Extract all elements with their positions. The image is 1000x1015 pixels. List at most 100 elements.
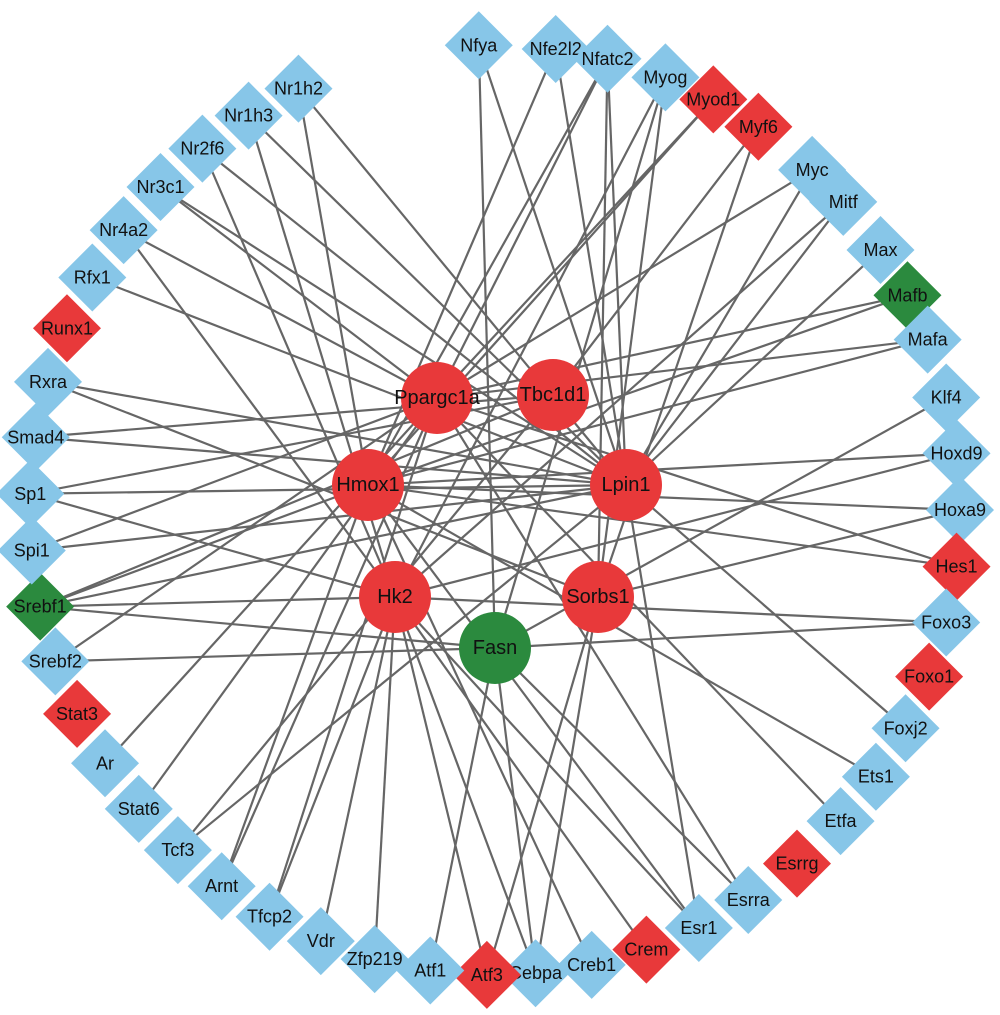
edge-nfya-fasn bbox=[477, 45, 497, 649]
tf-label: Cebpa bbox=[509, 963, 563, 983]
gene-node-ppargc1a: Ppargc1a bbox=[394, 362, 481, 434]
edge-foxo3-hk2 bbox=[394, 595, 947, 624]
tf-label: Etfa bbox=[825, 811, 858, 831]
tf-node-stat3: Stat3 bbox=[43, 679, 112, 748]
diamond-shape bbox=[264, 54, 333, 123]
tf-label: Vdr bbox=[307, 931, 335, 951]
gene-node-tbc1d1: Tbc1d1 bbox=[517, 359, 589, 431]
tf-node-foxo1: Foxo1 bbox=[895, 642, 964, 711]
diamond-shape bbox=[143, 816, 212, 885]
tf-node-ets1: Ets1 bbox=[841, 742, 910, 811]
edge-nr3c1-lpin1 bbox=[159, 186, 627, 486]
circle-shape bbox=[459, 612, 531, 684]
diamond-shape bbox=[501, 939, 570, 1008]
tf-node-nfya: Nfya bbox=[444, 11, 513, 80]
diamond-shape bbox=[187, 852, 256, 921]
gene-label: Hk2 bbox=[377, 586, 413, 608]
edge-foxo3-fasn bbox=[494, 621, 947, 650]
edge-nr4a2-ppargc1a bbox=[123, 229, 438, 399]
tf-label: Rfx1 bbox=[74, 268, 111, 288]
diamond-shape bbox=[444, 11, 513, 80]
edge-nr1h2-hmox1 bbox=[297, 88, 370, 486]
edge-esr1-lpin1 bbox=[624, 484, 700, 929]
tf-node-nr4a2: Nr4a2 bbox=[89, 196, 158, 265]
gene-label: Hmox1 bbox=[336, 474, 399, 496]
diamond-shape bbox=[1, 403, 70, 472]
network-edges bbox=[29, 44, 961, 976]
tf-node-sp1: Sp1 bbox=[0, 459, 65, 528]
diamond-shape bbox=[724, 92, 793, 161]
edge-cebpa-fasn bbox=[493, 647, 537, 974]
tf-label: Mafa bbox=[908, 330, 949, 350]
tf-label: Max bbox=[863, 240, 897, 260]
tf-node-foxj2: Foxj2 bbox=[871, 694, 940, 763]
edge-cebpa-hk2 bbox=[393, 596, 537, 974]
tf-node-runx1: Runx1 bbox=[32, 294, 101, 363]
diamond-shape bbox=[809, 167, 878, 236]
tf-label: Ets1 bbox=[858, 767, 894, 787]
diamond-shape bbox=[452, 940, 521, 1009]
diamond-shape bbox=[521, 14, 590, 83]
edge-mafb-hmox1 bbox=[367, 294, 908, 487]
tf-label: Rxra bbox=[29, 372, 68, 392]
diamond-shape bbox=[664, 893, 733, 962]
tf-label: Tfcp2 bbox=[247, 907, 292, 927]
tf-label: Foxo3 bbox=[921, 612, 971, 632]
diamond-shape bbox=[71, 729, 140, 798]
edge-atf3-sorbs1 bbox=[485, 596, 600, 976]
edge-etfa-ppargc1a bbox=[436, 397, 842, 822]
tf-node-foxo3: Foxo3 bbox=[912, 588, 981, 657]
edge-nfatc2-sorbs1 bbox=[596, 58, 609, 598]
tf-node-rxra: Rxra bbox=[14, 347, 83, 416]
gene-label: Tbc1d1 bbox=[520, 384, 587, 406]
diamond-shape bbox=[43, 679, 112, 748]
diamond-shape bbox=[912, 588, 981, 657]
diamond-shape bbox=[679, 65, 748, 134]
edge-myc-ppargc1a bbox=[436, 168, 813, 399]
tf-label: Nr3c1 bbox=[136, 177, 184, 197]
tf-node-smad4: Smad4 bbox=[1, 403, 70, 472]
diamond-shape bbox=[714, 865, 783, 934]
tf-label: Klf4 bbox=[931, 388, 962, 408]
edge-myog-hk2 bbox=[394, 76, 667, 598]
tf-label: Esr1 bbox=[680, 918, 717, 938]
tf-node-hoxd9: Hoxd9 bbox=[922, 419, 991, 488]
edge-mafb-ppargc1a bbox=[436, 294, 908, 400]
edge-nfatc2-lpin1 bbox=[606, 58, 628, 486]
edge-creb1-hmox1 bbox=[367, 484, 593, 966]
gene-label: Sorbs1 bbox=[566, 586, 629, 608]
edge-srebf2-ppargc1a bbox=[54, 397, 438, 663]
edge-myf6-tbc1d1 bbox=[552, 126, 760, 396]
tf-node-nr2f6: Nr2f6 bbox=[168, 114, 237, 183]
tf-label: Mitf bbox=[829, 192, 859, 212]
edge-arnt-hmox1 bbox=[220, 484, 370, 887]
circle-shape bbox=[332, 449, 404, 521]
tf-label: Mafb bbox=[887, 285, 927, 305]
edge-esrra-fasn bbox=[494, 647, 750, 901]
gene-node-hk2: Hk2 bbox=[359, 561, 431, 633]
edge-spi1-ppargc1a bbox=[31, 396, 438, 552]
diamond-shape bbox=[557, 930, 626, 999]
edge-tfcp2-hk2 bbox=[268, 596, 397, 918]
diamond-shape bbox=[0, 459, 65, 528]
circle-shape bbox=[517, 359, 589, 431]
diamond-shape bbox=[58, 243, 127, 312]
tf-label: Srebf1 bbox=[14, 597, 67, 617]
diamond-shape bbox=[841, 742, 910, 811]
tf-node-spi1: Spi1 bbox=[0, 516, 66, 585]
diamond-shape bbox=[235, 882, 304, 951]
tf-node-srebf2: Srebf2 bbox=[21, 627, 90, 696]
tf-node-crem: Crem bbox=[612, 915, 681, 984]
diamond-shape bbox=[14, 347, 83, 416]
tf-label: Tcf3 bbox=[161, 840, 194, 860]
edge-sp1-lpin1 bbox=[30, 483, 627, 495]
diamond-shape bbox=[846, 215, 915, 284]
tf-label: Nr2f6 bbox=[180, 139, 224, 159]
tf-node-nr3c1: Nr3c1 bbox=[126, 152, 195, 221]
tf-node-myod1: Myod1 bbox=[679, 65, 748, 134]
diamond-shape bbox=[214, 81, 283, 150]
tf-label: Myc bbox=[796, 160, 829, 180]
tf-node-stat6: Stat6 bbox=[104, 774, 173, 843]
diamond-shape bbox=[0, 516, 66, 585]
